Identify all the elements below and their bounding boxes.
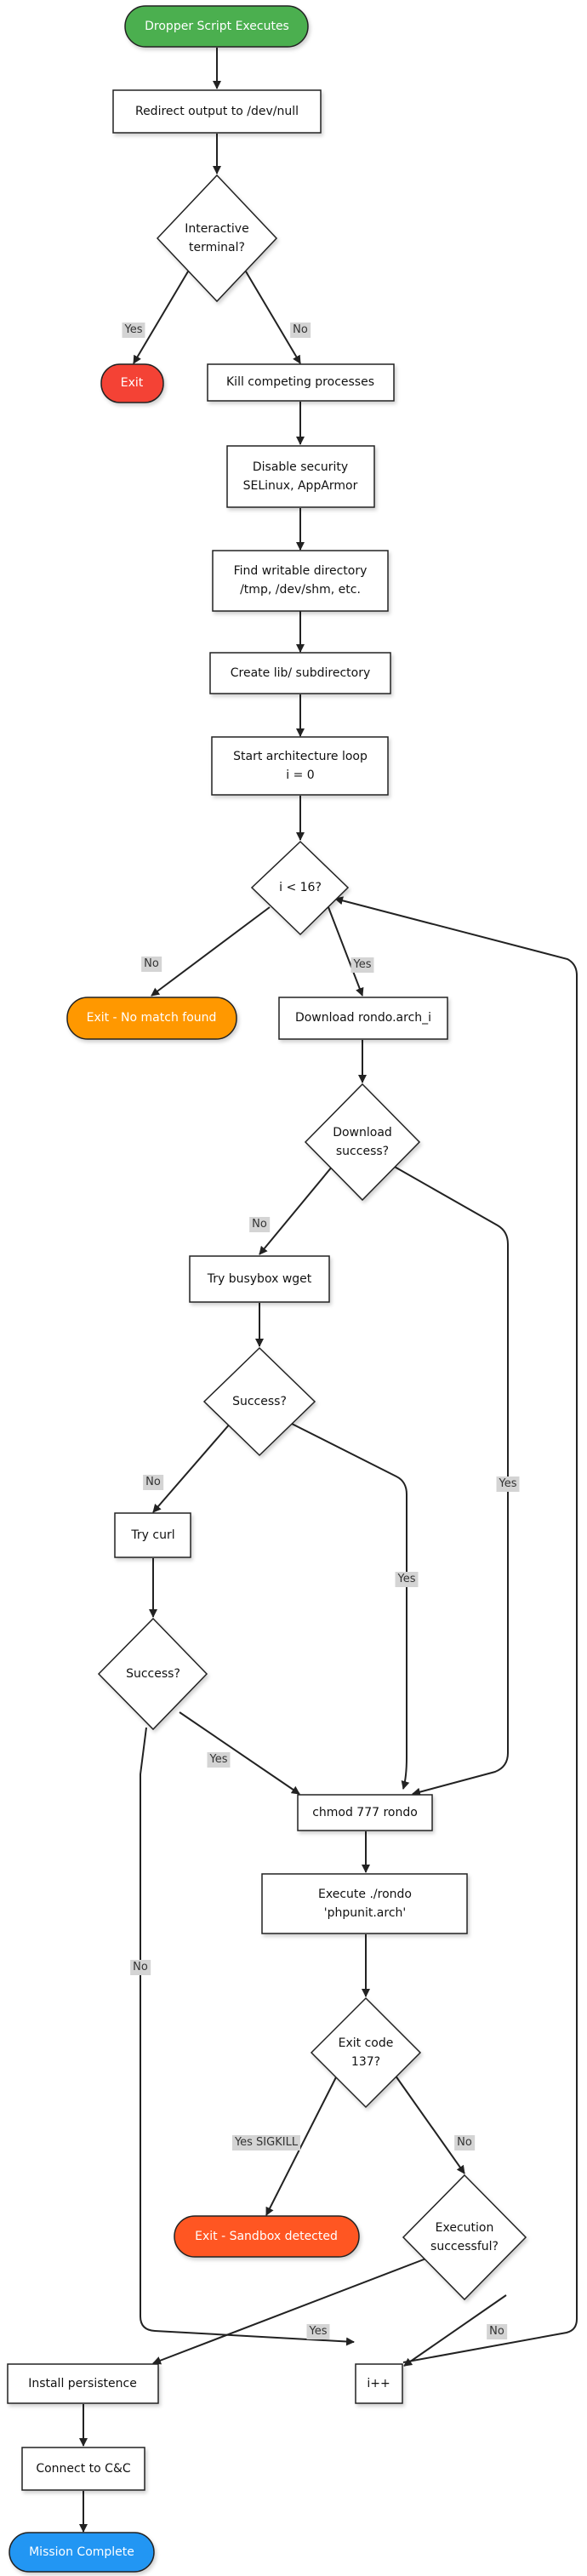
redirect-box (112, 89, 322, 134)
edge-interactive-exit (133, 271, 189, 364)
edge-success1-chmod (288, 1421, 410, 1790)
exit-sandbox-terminal (174, 2215, 360, 2258)
exec-success-decision (402, 2173, 527, 2301)
edge-label-success1-no: No (143, 1475, 163, 1490)
find-dir-box (212, 550, 389, 612)
exit-nomatch-terminal (66, 997, 237, 1040)
edge-label-interactive-yes: Yes (122, 323, 145, 338)
edge-label-success1-yes: Yes (395, 1572, 419, 1587)
edge-loopcheck-nomatch (151, 906, 271, 997)
download-success-decision (304, 1082, 421, 1202)
edge-label-loop-yes: Yes (350, 957, 374, 973)
edge-label-exec-yes: Yes (306, 2324, 330, 2339)
connect-box (21, 2447, 145, 2491)
exit-terminal (100, 363, 164, 403)
edge-loopcheck-download (328, 906, 364, 997)
edge-dsuccess-chmod (392, 1165, 509, 1796)
create-lib-box (209, 652, 391, 694)
edge-execsuccess-persistence (152, 2256, 431, 2365)
start-loop-box (211, 736, 389, 796)
edge-label-interactive-no: No (290, 323, 311, 338)
edge-success2-increment (140, 1727, 355, 2346)
edge-label-success2-yes: Yes (207, 1752, 231, 1768)
edge-label-exitcode-yes: Yes SIGKILL (231, 2135, 301, 2150)
kill-box (207, 363, 395, 402)
success1-decision (202, 1346, 316, 1457)
download-box (278, 997, 448, 1040)
edge-label-success2-no: No (130, 1960, 151, 1975)
mission-terminal (9, 2532, 155, 2573)
disable-security-box (226, 445, 375, 508)
increment-box (355, 2363, 403, 2404)
success2-decision (97, 1617, 208, 1731)
edge-label-exec-no: No (487, 2324, 507, 2339)
execute-box (261, 1873, 468, 1934)
edge-label-loop-no: No (141, 957, 162, 972)
exit-code-decision (310, 1996, 422, 2109)
edge-exitcode-execsuccess (392, 2071, 465, 2174)
edge-execsuccess-increment (403, 2294, 507, 2367)
edge-label-download-yes: Yes (496, 1476, 520, 1492)
edge-increment-loopcheck (334, 896, 578, 2363)
edge-dsuccess-busybox (259, 1165, 333, 1255)
edge-exitcode-sandbox (265, 2071, 339, 2216)
persistence-box (7, 2363, 159, 2404)
chmod-box (297, 1794, 433, 1831)
edge-label-exitcode-no: No (454, 2135, 475, 2150)
edge-success2-chmod (179, 1711, 300, 1795)
busybox-box (189, 1255, 330, 1303)
interactive-decision (156, 174, 278, 303)
loop-check-decision (250, 840, 350, 936)
start-terminal (124, 5, 309, 48)
edge-label-download-no: No (249, 1217, 270, 1232)
edge-success1-curl (152, 1421, 232, 1513)
curl-box (114, 1512, 191, 1558)
edge-interactive-kill (245, 271, 301, 364)
